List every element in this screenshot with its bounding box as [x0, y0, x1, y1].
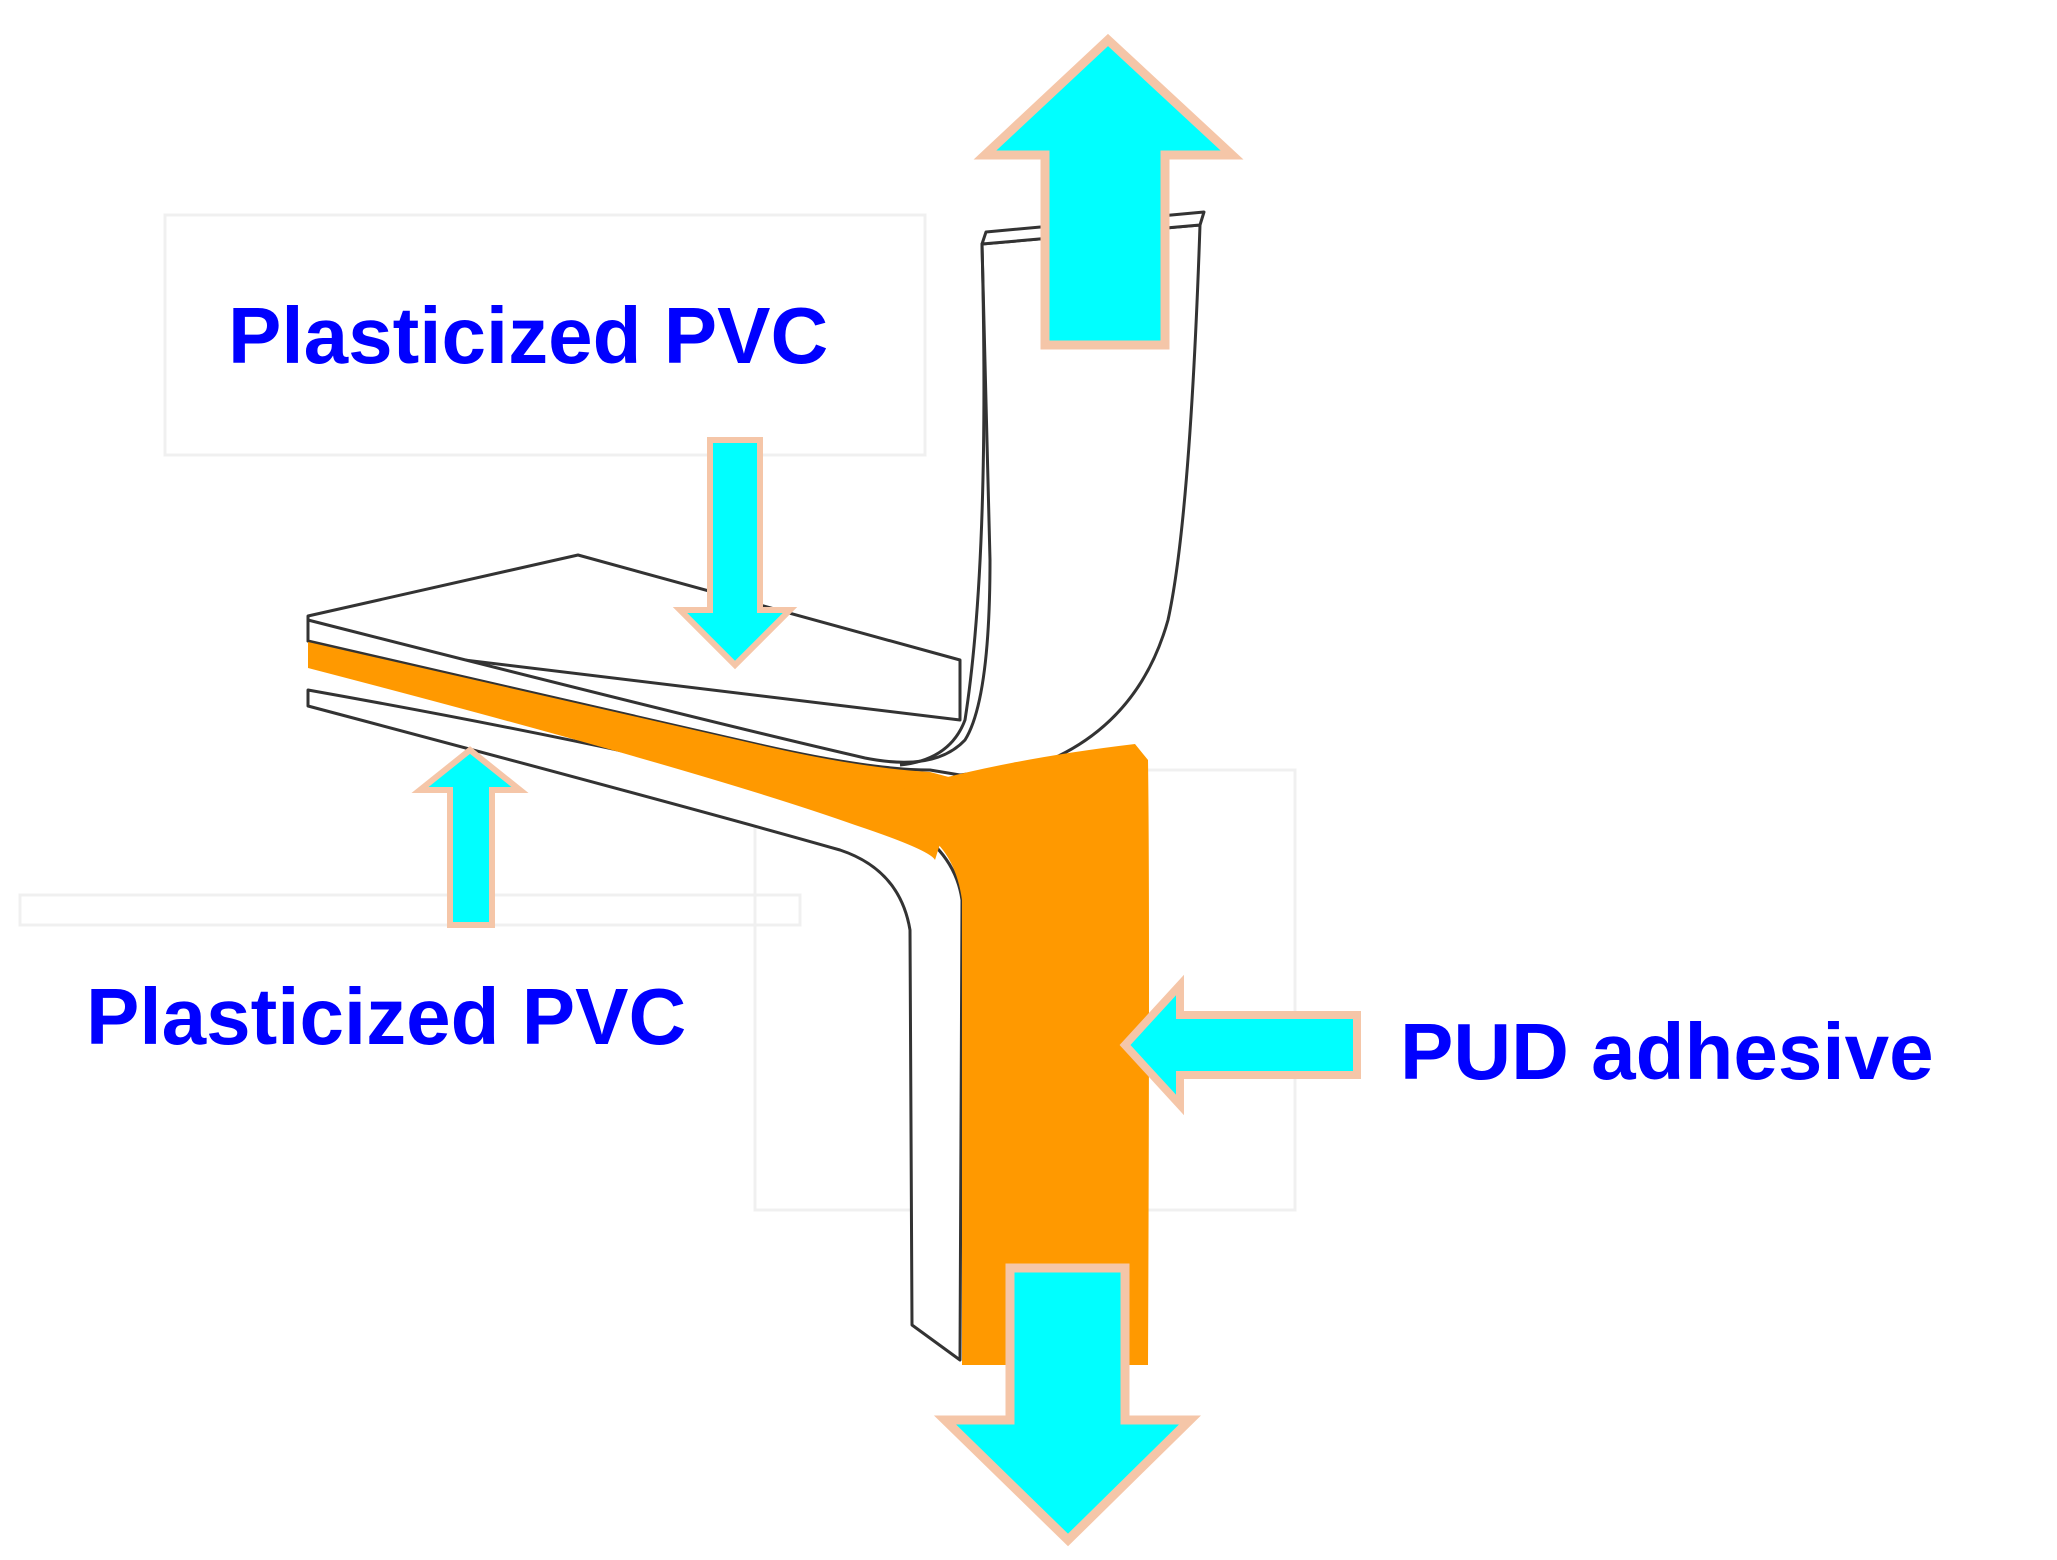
adhesive-label: PUD adhesive — [1400, 1007, 1934, 1096]
arrow-up-icon — [411, 746, 529, 928]
arrow-down-icon — [933, 1263, 1201, 1547]
arrow-up-icon — [973, 33, 1244, 350]
arrow-left-icon — [1119, 974, 1361, 1116]
pud-adhesive-layer — [308, 642, 1149, 1365]
top-film-label: Plasticized PVC — [228, 291, 829, 380]
bottom-film-label: Plasticized PVC — [86, 972, 687, 1061]
arrows — [411, 33, 1361, 1547]
arrow-down-icon — [672, 437, 798, 670]
